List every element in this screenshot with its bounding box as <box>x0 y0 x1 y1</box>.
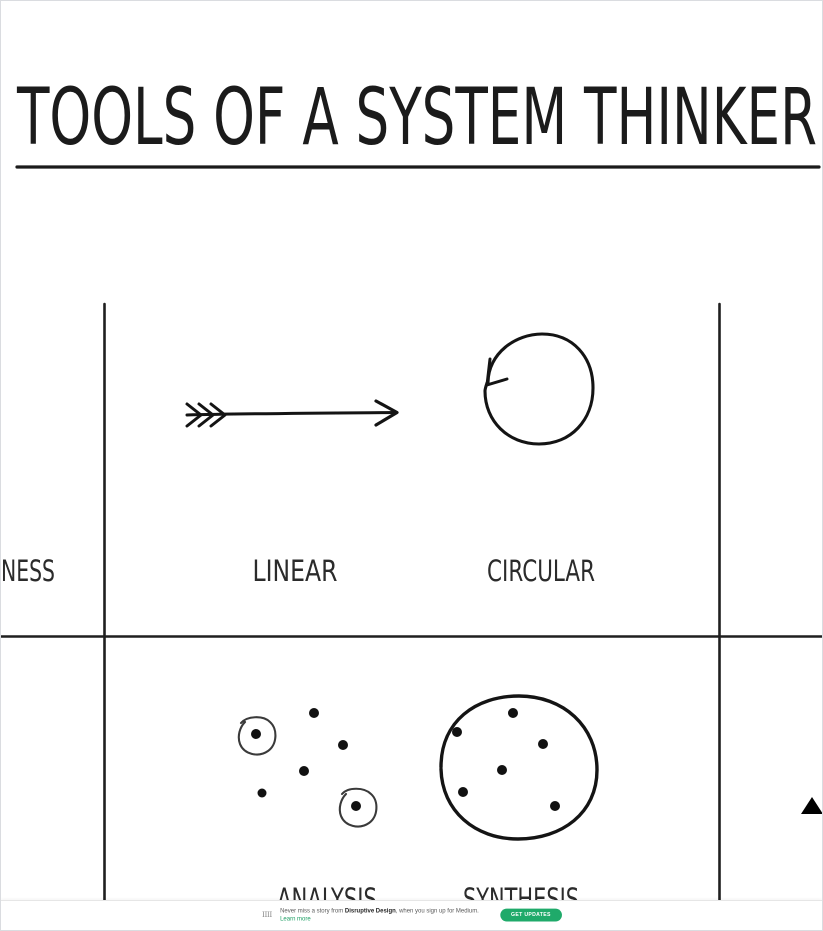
scroll-to-top-triangle-icon[interactable] <box>801 797 822 814</box>
circular-arrow-icon <box>483 332 595 446</box>
banner-learn-more-link[interactable]: Learn more <box>279 916 311 923</box>
medium-signup-banner: IIII Never miss a story from Disruptive … <box>1 900 822 930</box>
banner-copy: Never miss a story from Disruptive Desig… <box>280 907 492 924</box>
get-updates-button[interactable]: GET UPDATES <box>499 909 562 922</box>
medium-logo-icon: IIII <box>261 910 272 920</box>
cell-label-linear: LINEAR <box>253 554 338 588</box>
cell-label-awareness-truncated: NESS <box>1 554 55 588</box>
linear-arrow-icon <box>185 399 399 428</box>
cell-label-circular: CIRCULAR <box>487 554 595 588</box>
synthesis-icon <box>439 694 599 841</box>
banner-publication-name[interactable]: Disruptive Design <box>344 907 396 915</box>
banner-text-after: , when you sign up for Medium. <box>395 907 479 915</box>
analysis-icon <box>237 708 378 828</box>
banner-text-before: Never miss a story from <box>279 907 343 915</box>
page-title: TOOLS OF A SYSTEM THINKER <box>16 73 817 163</box>
